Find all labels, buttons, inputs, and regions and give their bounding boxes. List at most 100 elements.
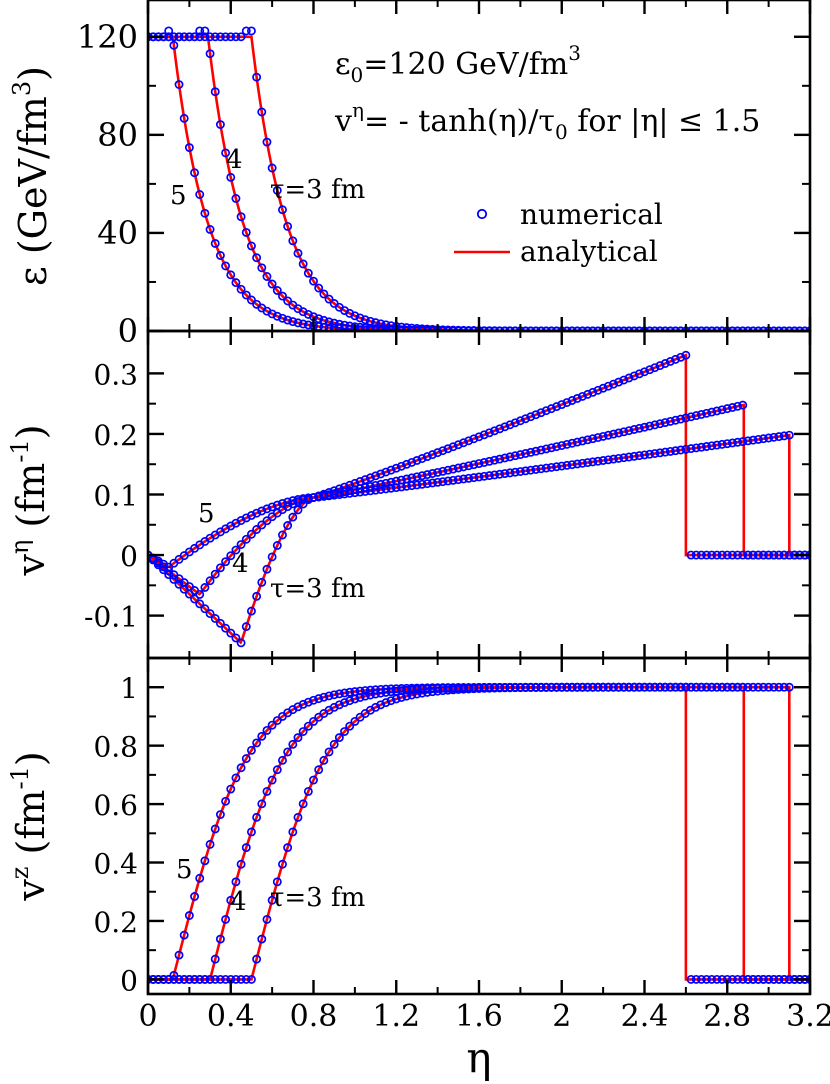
numerical-point-tau5-mid [453, 440, 463, 450]
numerical-point-tau5-mid [303, 493, 313, 503]
numerical-point-tau4-top [179, 32, 189, 42]
numerical-point-tau4-mid [696, 409, 706, 419]
curve-label-tau4-bot: 4 [230, 887, 247, 917]
numerical-point-tau5-mid [696, 550, 706, 560]
numerical-point-tau3-mid [609, 454, 618, 464]
numerical-point-tau5-mid [583, 389, 593, 399]
numerical-point-tau5-mid [396, 461, 406, 471]
numerical-point-tau5-bot [236, 763, 246, 773]
numerical-point-tau3-bot [386, 696, 396, 706]
numerical-point-tau5-mid [422, 452, 432, 461]
numerical-point-tau4-mid [572, 437, 582, 447]
numerical-point-tau5-bot [655, 682, 665, 692]
numerical-point-tau4-bot [702, 682, 712, 692]
numerical-point-tau4-top [226, 172, 236, 182]
numerical-point-tau5-bot [546, 682, 556, 692]
numerical-point-tau3-mid [660, 447, 670, 457]
numerical-point-tau4-top [303, 309, 313, 319]
numerical-point-tau5-top [293, 318, 303, 328]
ytick-label-mid: 0 [120, 540, 138, 573]
numerical-point-tau4-mid [495, 454, 505, 464]
numerical-point-tau5-mid [774, 550, 784, 560]
numerical-point-tau5-bot [334, 689, 344, 699]
numerical-point-tau3-mid [500, 469, 510, 479]
numerical-point-tau3-mid [614, 453, 624, 463]
numerical-point-tau3-mid [629, 451, 639, 461]
numerical-point-tau4-mid [484, 456, 494, 466]
numerical-point-tau3-bot [340, 727, 349, 736]
numerical-point-tau5-bot [609, 682, 618, 692]
numerical-point-tau5-top [246, 295, 256, 305]
numerical-point-tau5-mid [645, 365, 655, 375]
numerical-point-tau4-mid [226, 551, 236, 561]
numerical-point-tau5-bot [298, 699, 308, 709]
numerical-point-tau5-bot [355, 686, 365, 696]
numerical-point-tau4-bot [215, 934, 225, 944]
ytick-label-bot: 1 [120, 672, 138, 705]
numerical-point-tau4-top [200, 26, 210, 36]
numerical-point-tau3-mid [505, 468, 515, 478]
numerical-point-tau3-mid [645, 449, 655, 459]
numerical-point-tau4-bot [267, 775, 277, 785]
numerical-point-tau4-mid [707, 407, 717, 417]
numerical-point-tau4-mid [231, 545, 241, 555]
numerical-point-tau3-mid [634, 451, 644, 461]
numerical-point-tau5-bot [743, 974, 753, 984]
numerical-point-tau3-mid [696, 442, 706, 452]
numerical-point-tau3-bot [231, 974, 241, 984]
numerical-point-tau4-mid [733, 401, 743, 411]
numerical-point-tau5-mid [624, 373, 634, 383]
numerical-point-tau5-bot [634, 682, 644, 692]
numerical-point-tau3-top [355, 313, 365, 323]
numerical-point-tau4-bot [210, 954, 220, 964]
numerical-point-tau3-mid [381, 484, 391, 494]
numerical-point-tau4-top [215, 120, 225, 129]
numerical-point-tau4-bot [717, 682, 727, 692]
numerical-point-tau3-bot [246, 974, 256, 984]
numerical-point-tau4-top [246, 241, 256, 251]
numerical-point-tau5-bot [727, 974, 737, 984]
numerical-point-tau3-mid [469, 473, 479, 483]
numerical-point-tau5-mid [371, 471, 381, 481]
numerical-point-tau5-bot [459, 683, 468, 692]
curve-label-tau4-mid: 4 [232, 549, 249, 579]
numerical-point-tau5-top [164, 26, 174, 36]
numerical-point-tau5-bot [577, 682, 587, 692]
numerical-point-tau4-mid [552, 442, 562, 452]
numerical-point-tau4-bot [252, 812, 262, 822]
numerical-point-tau3-mid [562, 460, 572, 470]
numerical-point-tau5-mid [557, 400, 567, 410]
numerical-point-tau4-top [195, 26, 205, 36]
numerical-point-tau4-mid [246, 529, 256, 539]
numerical-point-tau5-mid [402, 459, 412, 469]
numerical-point-tau3-top [350, 311, 360, 321]
numerical-point-tau5-bot [567, 682, 577, 692]
numerical-point-tau3-top [288, 236, 298, 246]
numerical-point-tau5-mid [252, 508, 262, 518]
numerical-point-tau4-top [262, 272, 272, 281]
numerical-point-tau5-mid [288, 496, 298, 506]
numerical-point-tau3-mid [603, 455, 613, 465]
numerical-point-tau4-mid [288, 499, 298, 509]
legend: numerical analytical [454, 198, 663, 268]
numerical-point-tau3-bot [784, 682, 794, 692]
numerical-point-tau5-bot [422, 683, 432, 693]
numerical-point-tau5-mid [272, 500, 282, 510]
xtick-label: 0.8 [290, 999, 338, 1034]
numerical-point-tau4-bot [303, 721, 313, 731]
numerical-point-tau5-top [298, 319, 308, 329]
numerical-point-tau4-bot [738, 682, 748, 692]
numerical-point-tau5-bot [526, 682, 536, 692]
numerical-point-tau4-mid [448, 464, 458, 474]
numerical-point-tau5-mid [314, 491, 324, 501]
numerical-point-tau5-top [184, 143, 194, 152]
numerical-point-tau5-bot [319, 692, 329, 702]
ytick-label-top: 0 [118, 312, 138, 350]
numerical-point-tau5-mid [546, 404, 556, 414]
numerical-point-tau4-mid [205, 576, 215, 586]
numerical-point-tau5-bot [531, 682, 541, 692]
numerical-point-tau3-mid [231, 633, 241, 643]
ytick-label-mid: 0.2 [93, 419, 138, 452]
numerical-point-tau5-mid [572, 394, 582, 403]
numerical-point-tau3-mid [283, 521, 293, 530]
